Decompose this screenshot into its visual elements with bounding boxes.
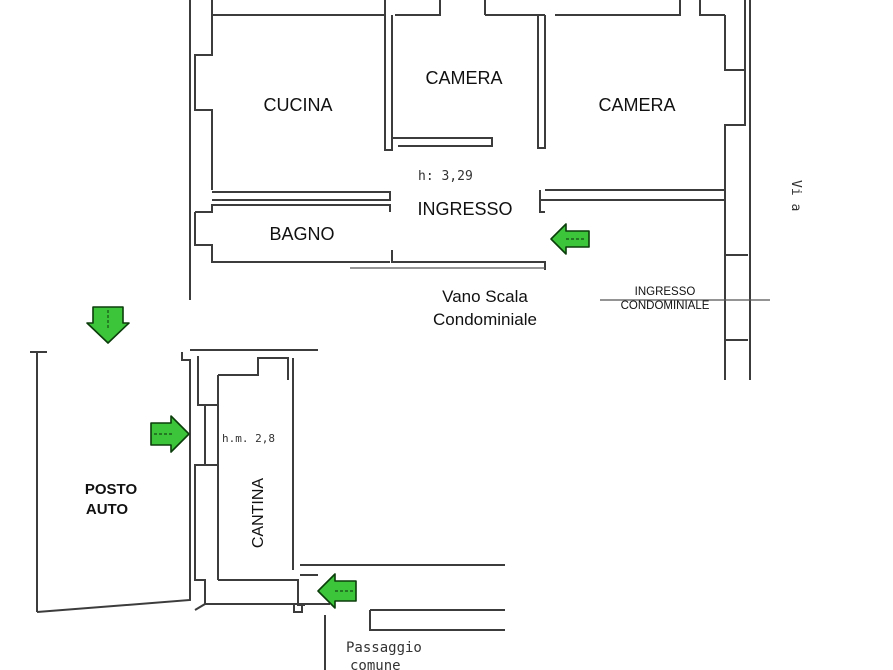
posto-auto-label-line2: AUTO bbox=[86, 501, 129, 518]
arrow-passaggio-icon bbox=[317, 573, 357, 609]
room-label-camera-1: CAMERA bbox=[425, 68, 502, 88]
vano-scala-label-line1: Vano Scala bbox=[442, 287, 528, 306]
room-label-camera-2: CAMERA bbox=[598, 95, 675, 115]
posto-auto-label-line1: POSTO bbox=[85, 481, 138, 498]
cantina-label: CANTINA bbox=[250, 478, 267, 549]
arrow-ingresso-icon bbox=[550, 223, 590, 255]
height-annotation-main: h: 3,29 bbox=[418, 169, 473, 184]
arrow-posto-auto-icon bbox=[86, 306, 130, 344]
ingresso-condominiale-line2: CONDOMINIALE bbox=[621, 300, 710, 312]
street-label-partial: Vi a bbox=[788, 180, 803, 211]
apartment-walls bbox=[189, 0, 770, 380]
room-label-cucina: CUCINA bbox=[263, 95, 332, 115]
vano-scala-label-line2: Condominiale bbox=[433, 310, 537, 329]
basement-walls bbox=[30, 349, 505, 670]
height-annotation-cantina: h.m. 2,8 bbox=[222, 432, 275, 445]
passaggio-label-line1: Passaggio bbox=[346, 640, 422, 656]
room-label-bagno: BAGNO bbox=[269, 224, 334, 244]
passaggio-label-line2: comune bbox=[350, 658, 401, 670]
ingresso-condominiale-line1: INGRESSO bbox=[635, 286, 696, 298]
arrow-cantina-icon bbox=[150, 415, 190, 453]
room-label-ingresso: INGRESSO bbox=[417, 199, 512, 219]
